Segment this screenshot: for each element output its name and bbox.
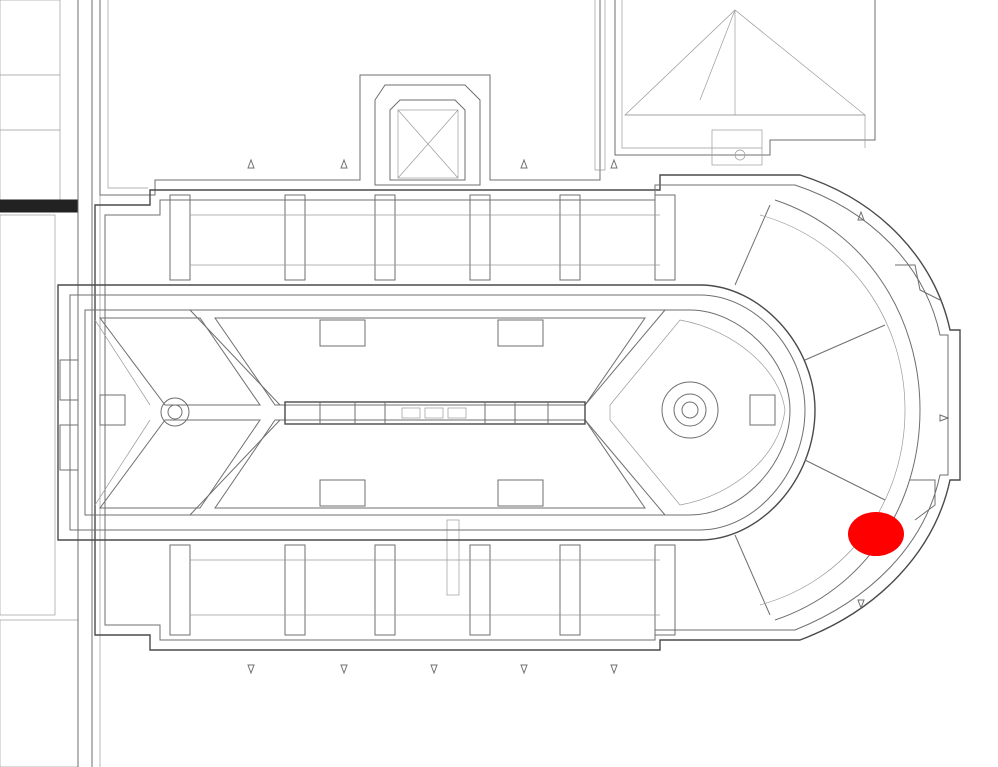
red-location-marker xyxy=(848,512,904,556)
apse-ambulatory xyxy=(734,199,921,621)
roof-dormers xyxy=(59,319,776,507)
wall-pinnacles xyxy=(247,158,950,675)
upper-courtyard-walls xyxy=(99,0,876,196)
north-chapels xyxy=(169,194,676,281)
outer-wall xyxy=(94,174,961,651)
left-adjacent-structure xyxy=(0,0,101,767)
nave-roof xyxy=(57,284,816,541)
south-chapels xyxy=(169,519,676,636)
north-porch xyxy=(374,84,481,186)
